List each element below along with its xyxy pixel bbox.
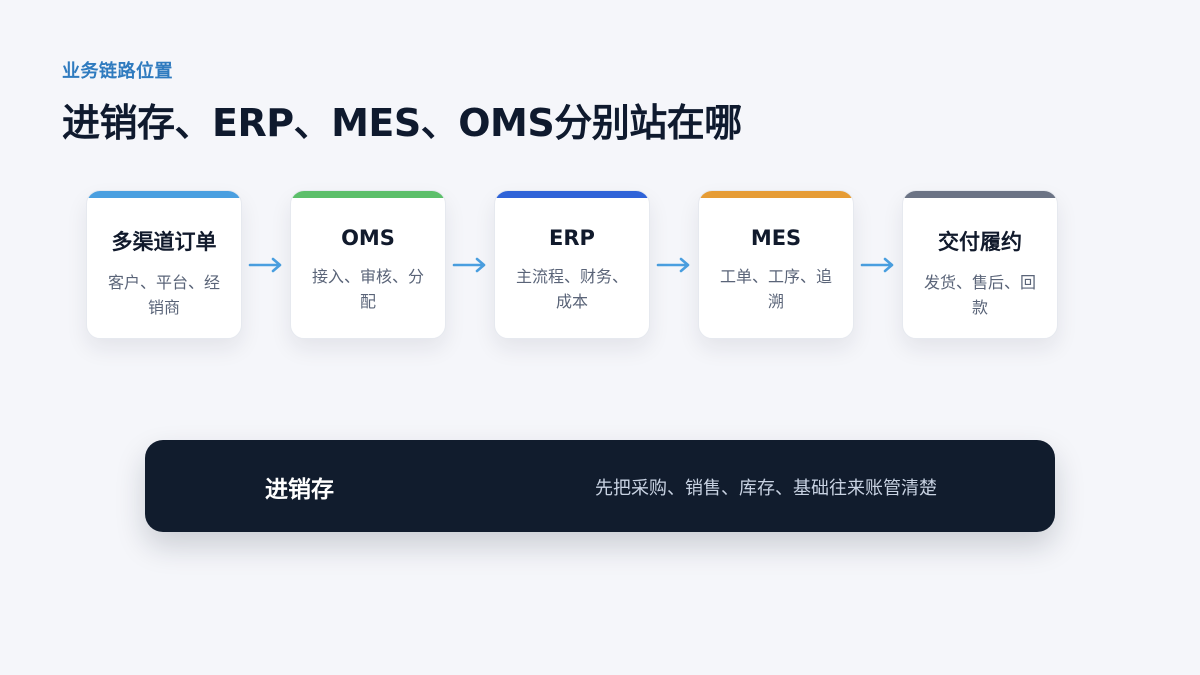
arrow-right-icon — [650, 190, 698, 339]
card-accent-bar — [87, 191, 241, 198]
card-desc: 主流程、财务、成本 — [515, 267, 628, 311]
eyebrow-label: 业务链路位置 — [62, 61, 173, 82]
banner-title: 进销存 — [265, 477, 334, 503]
banner-desc: 先把采购、销售、库存、基础往来账管清楚 — [595, 478, 937, 499]
arrow-right-icon — [854, 190, 902, 339]
card-title: ERP — [549, 226, 595, 250]
flow-card-oms: OMS 接入、审核、分配 — [290, 190, 446, 339]
arrow-right-icon — [242, 190, 290, 339]
card-desc: 客户、平台、经销商 — [107, 273, 220, 317]
flow-card-erp: ERP 主流程、财务、成本 — [494, 190, 650, 339]
flow-card-fulfillment: 交付履约 发货、售后、回款 — [902, 190, 1058, 339]
card-accent-bar — [903, 191, 1057, 198]
page-title: 进销存、ERP、MES、OMS分别站在哪 — [62, 101, 742, 145]
card-desc: 发货、售后、回款 — [923, 273, 1036, 317]
card-desc: 接入、审核、分配 — [311, 267, 424, 311]
card-title: MES — [750, 226, 802, 250]
card-accent-bar — [495, 191, 649, 198]
flow-diagram: 多渠道订单 客户、平台、经销商 OMS 接入、审核、分配 ERP 主流程、财务、… — [86, 190, 1058, 339]
inventory-banner: 进销存 先把采购、销售、库存、基础往来账管清楚 — [145, 440, 1055, 532]
card-title: 交付履约 — [938, 230, 1022, 254]
flow-card-orders: 多渠道订单 客户、平台、经销商 — [86, 190, 242, 339]
arrow-right-icon — [446, 190, 494, 339]
flow-card-mes: MES 工单、工序、追溯 — [698, 190, 854, 339]
card-title: 多渠道订单 — [111, 230, 217, 254]
card-desc: 工单、工序、追溯 — [719, 267, 832, 311]
card-accent-bar — [699, 191, 853, 198]
card-title: OMS — [341, 226, 395, 250]
card-accent-bar — [291, 191, 445, 198]
